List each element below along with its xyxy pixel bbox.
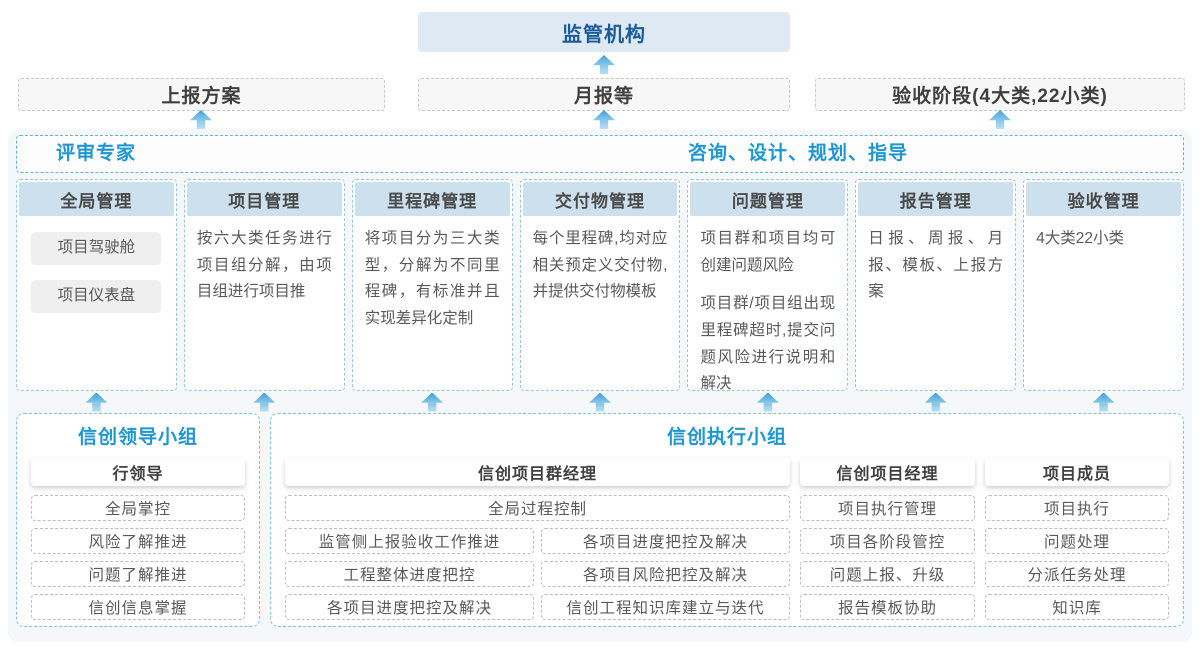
column-body: 按六大类任务进行项目组分解，由项目组进行项目推 <box>196 230 332 301</box>
column-body: 4大类22小类 <box>1036 230 1125 247</box>
column-title: 交付物管理 <box>522 182 678 216</box>
column-body: 日报、周报、月报、模板、上报方案 <box>868 230 1004 301</box>
leadership-item: 问题了解推进 <box>31 561 245 587</box>
member-item: 分派任务处理 <box>985 561 1169 587</box>
leadership-group: 信创领导小组 行领导 全局掌控 风险了解推进 问题了解推进 信创信息掌握 <box>16 413 260 627</box>
project-manager-section: 信创项目经理 项目执行管理 项目各阶段管控 问题上报、升级 报告模板协助 <box>800 454 975 620</box>
top-box-monthly-report: 月报等 <box>418 78 790 111</box>
up-arrow-icon <box>253 392 276 412</box>
program-manager-section: 信创项目群经理 全局过程控制 监管侧上报验收工作推进 各项目进度把控及解决 工程… <box>285 454 790 620</box>
up-arrow-icon <box>924 392 947 412</box>
column-deliverable-management: 交付物管理 每个里程碑,均对应相关预定义交付物,并提供交付物模板 <box>519 179 681 391</box>
project-dashboard-chip: 项目仪表盘 <box>31 280 162 313</box>
project-member-role: 项目成员 <box>985 458 1169 486</box>
execution-group-title: 信创执行小组 <box>666 427 787 448</box>
project-manager-role: 信创项目经理 <box>800 458 975 486</box>
column-title: 报告管理 <box>858 182 1014 216</box>
project-manager-item: 问题上报、升级 <box>800 561 975 587</box>
leadership-item: 风险了解推进 <box>31 528 245 554</box>
bank-leader-role: 行领导 <box>31 458 245 486</box>
pm-item: 各项目进度把控及解决 <box>541 528 790 554</box>
pm-item: 各项目风险把控及解决 <box>541 561 790 587</box>
project-manager-item: 项目各阶段管控 <box>800 528 975 554</box>
member-item: 项目执行 <box>985 495 1169 521</box>
column-title: 里程碑管理 <box>354 182 510 216</box>
pm-item: 工程整体进度把控 <box>285 561 534 587</box>
execution-group: 信创执行小组 信创项目群经理 全局过程控制 监管侧上报验收工作推进 各项目进度把… <box>270 413 1184 627</box>
project-manager-item: 报告模板协助 <box>800 594 975 620</box>
platform-panel: 评审专家 咨询、设计、规划、指导 全局管理 项目驾驶舱 项目仪表盘 项目管理 按… <box>8 130 1192 642</box>
review-experts-label: 评审专家 <box>56 143 137 164</box>
up-arrow-icon <box>989 110 1011 129</box>
column-acceptance-management: 验收管理 4大类22小类 <box>1023 179 1185 391</box>
member-item: 问题处理 <box>985 528 1169 554</box>
management-columns: 全局管理 项目驾驶舱 项目仪表盘 项目管理 按六大类任务进行项目组分解，由项目组… <box>16 179 1185 391</box>
arrow-row <box>16 391 1184 413</box>
program-manager-role: 信创项目群经理 <box>285 458 790 486</box>
up-arrow-icon <box>85 392 108 412</box>
project-cockpit-chip: 项目驾驶舱 <box>31 232 162 265</box>
column-body: 每个里程碑,均对应相关预定义交付物,并提供交付物模板 <box>532 230 668 301</box>
column-global-management: 全局管理 项目驾驶舱 项目仪表盘 <box>16 179 177 391</box>
column-milestone-management: 里程碑管理 将项目分为三大类型，分解为不同里程碑，有标准并且实现差异化定制 <box>351 179 513 391</box>
pm-item: 各项目进度把控及解决 <box>285 594 534 620</box>
consulting-label: 咨询、设计、规划、指导 <box>688 143 909 164</box>
column-title: 全局管理 <box>19 182 174 216</box>
up-arrow-icon <box>1092 392 1115 412</box>
up-arrow-icon <box>589 392 611 412</box>
issue-paragraph: 项目群/项目组出现里程碑超时,提交问题风险进行说明和解决 <box>700 295 836 391</box>
up-arrow-icon <box>421 392 444 412</box>
pm-item: 监管侧上报验收工作推进 <box>285 528 534 554</box>
pm-item: 信创工程知识库建立与迭代 <box>541 594 790 620</box>
expert-header-bar: 评审专家 咨询、设计、规划、指导 <box>16 135 1184 173</box>
column-body: 将项目分为三大类型，分解为不同里程碑，有标准并且实现差异化定制 <box>364 230 500 327</box>
column-title: 项目管理 <box>186 182 342 216</box>
regulator-box: 监管机构 <box>418 12 790 52</box>
column-body: 项目群和项目均可创建问题风险 项目群/项目组出现里程碑超时,提交问题风险进行说明… <box>688 218 847 391</box>
top-box-report-plan: 上报方案 <box>18 78 385 111</box>
leadership-item: 全局掌控 <box>31 495 245 521</box>
column-title: 问题管理 <box>690 182 846 216</box>
top-box-acceptance-stage: 验收阶段(4大类,22小类) <box>815 78 1185 111</box>
column-report-management: 报告管理 日报、周报、月报、模板、上报方案 <box>855 179 1017 391</box>
leadership-item: 信创信息掌握 <box>31 594 245 620</box>
column-issue-management: 问题管理 项目群和项目均可创建问题风险 项目群/项目组出现里程碑超时,提交问题风… <box>687 179 849 391</box>
up-arrow-icon <box>593 110 615 129</box>
column-title: 验收管理 <box>1026 182 1182 216</box>
column-project-management: 项目管理 按六大类任务进行项目组分解，由项目组进行项目推 <box>183 179 345 391</box>
leadership-group-title: 信创领导小组 <box>77 427 198 448</box>
up-arrow-icon <box>593 55 615 74</box>
pm-item: 全局过程控制 <box>285 495 790 521</box>
up-arrow-icon <box>190 110 212 129</box>
project-member-section: 项目成员 项目执行 问题处理 分派任务处理 知识库 <box>985 454 1169 620</box>
member-item: 知识库 <box>985 594 1169 620</box>
project-manager-item: 项目执行管理 <box>800 495 975 521</box>
up-arrow-icon <box>756 392 779 412</box>
issue-paragraph: 项目群和项目均可创建问题风险 <box>700 230 836 274</box>
